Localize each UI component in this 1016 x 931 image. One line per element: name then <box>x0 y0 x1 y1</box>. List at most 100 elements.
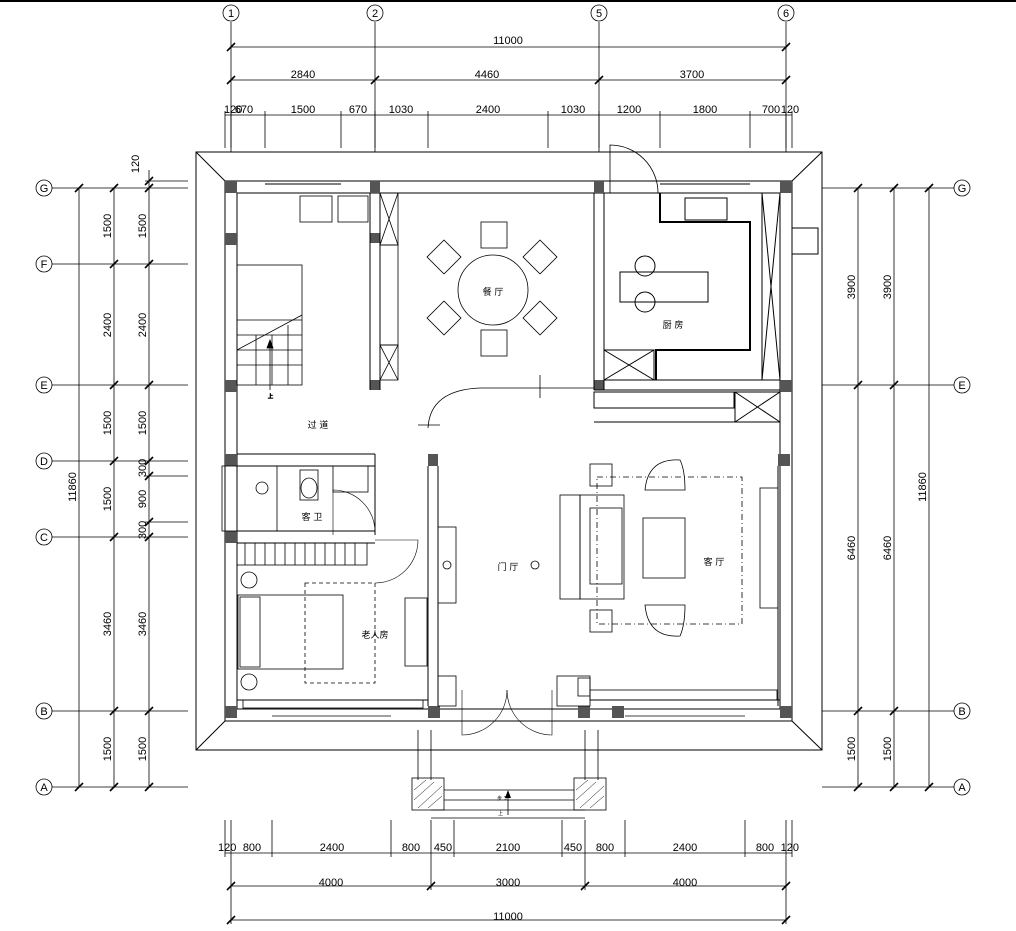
living-room-furniture <box>559 459 779 637</box>
columns <box>225 181 792 718</box>
top-dim: 120 <box>224 104 242 116</box>
dining-table <box>426 221 558 357</box>
right-total-dim: 11860 <box>917 472 929 502</box>
axis-label-1: 1 <box>228 8 234 20</box>
staircase: 上 <box>236 264 303 400</box>
bottom-openings <box>242 675 778 819</box>
room-label-bedroom: 老人房 <box>361 629 388 641</box>
porch-pillars-hatch <box>413 779 605 809</box>
bottom-dim: 450 <box>434 842 452 854</box>
left-dim: 1500 <box>137 737 149 761</box>
left-dim: 1500 <box>137 411 149 435</box>
left-dim: 1500 <box>102 737 114 761</box>
bottom-dim: 800 <box>756 842 774 854</box>
top-dim: 700 <box>762 104 780 116</box>
top-dim: 2400 <box>476 104 500 116</box>
top-dimension-text: 11000 2840 4460 3700 120 670 1500 670 10… <box>224 35 799 116</box>
axis-label-2: 2 <box>372 8 378 20</box>
axis-label-E: E <box>40 380 47 392</box>
axis-label-B: B <box>958 706 965 718</box>
right-axis-bubbles: G E B A <box>953 179 971 796</box>
top-dim: 1030 <box>389 104 413 116</box>
stair-up-label: 上 <box>268 393 273 400</box>
left-dim: 1500 <box>102 214 114 238</box>
right-dim: 6460 <box>882 536 894 560</box>
axis-label-A: A <box>958 782 966 794</box>
right-dim: 3900 <box>882 275 894 299</box>
left-dimension-text: 11860 1500 2400 1500 1500 3460 1500 120 … <box>67 155 149 761</box>
top-dim: 670 <box>349 104 367 116</box>
axis-label-5: 5 <box>596 8 602 20</box>
left-dimensions <box>52 170 188 792</box>
bottom-total-dim: 11000 <box>493 911 523 923</box>
right-dimensions <box>822 183 955 792</box>
axis-label-E: E <box>958 380 965 392</box>
top-dim: 1200 <box>617 104 641 116</box>
left-dim: 3460 <box>137 612 149 636</box>
top-axis-bubbles: 1 2 5 6 <box>222 4 795 22</box>
axis-label-G: G <box>40 183 49 195</box>
bottom-dimensions <box>224 820 793 925</box>
top-dim: 1800 <box>693 104 717 116</box>
bottom-dimension-text: 120 800 2400 800 450 2100 450 800 2400 8… <box>218 842 799 923</box>
bottom-dim: 3000 <box>496 877 520 889</box>
left-dim: 1500 <box>137 214 149 238</box>
utility-counters <box>299 192 399 381</box>
right-dimension-text: 3900 6460 1500 3900 6460 1500 11860 <box>846 275 929 761</box>
top-dim: 3700 <box>680 69 704 81</box>
bottom-dim: 800 <box>402 842 420 854</box>
room-label-bathroom: 客 卫 <box>302 511 323 523</box>
porch-steps-label: 步 3 <box>497 796 507 802</box>
bottom-dim: 2100 <box>496 842 520 854</box>
top-dim: 120 <box>781 104 799 116</box>
bottom-dim: 4000 <box>319 877 343 889</box>
left-total-dim: 11860 <box>67 472 79 502</box>
bottom-dim: 800 <box>243 842 261 854</box>
bottom-dim: 2400 <box>320 842 344 854</box>
building-walls <box>195 144 823 751</box>
right-dim: 6460 <box>846 536 858 560</box>
bottom-dim: 450 <box>564 842 582 854</box>
left-dim: 2400 <box>137 313 149 337</box>
top-dim: 1500 <box>291 104 315 116</box>
top-dim: 670 <box>235 104 253 116</box>
left-dim: 300 <box>137 521 149 539</box>
bottom-dim: 800 <box>596 842 614 854</box>
axis-label-F: F <box>41 259 48 271</box>
right-dim: 1500 <box>846 737 858 761</box>
bottom-dim: 120 <box>781 842 799 854</box>
axis-label-C: C <box>40 532 48 544</box>
axis-label-D: D <box>40 456 48 468</box>
top-total-dim: 11000 <box>493 35 523 47</box>
kitchen-counters <box>593 192 819 423</box>
left-dim: 300 <box>137 459 149 477</box>
room-label-living: 客 厅 <box>704 556 725 568</box>
left-dim: 3460 <box>102 612 114 636</box>
left-axis-bubbles: G F E D C B A <box>35 179 53 796</box>
left-dim: 2400 <box>102 313 114 337</box>
bottom-dim: 120 <box>218 842 236 854</box>
right-dim: 3900 <box>846 275 858 299</box>
room-label-foyer: 门 厅 <box>498 561 519 573</box>
bedroom-furniture <box>236 539 428 691</box>
porch-arrow-icon <box>505 790 511 798</box>
porch-up-label: 上 <box>498 810 503 817</box>
bottom-dim: 2400 <box>673 842 697 854</box>
top-dim: 1030 <box>561 104 585 116</box>
bathroom-fixtures <box>221 465 376 535</box>
corridor-stair-arrow <box>418 375 594 429</box>
room-label-dining: 餐 厅 <box>483 286 504 298</box>
axis-label-G: G <box>958 183 967 195</box>
top-dimensions <box>224 22 793 152</box>
room-label-kitchen: 厨 房 <box>663 319 684 331</box>
foyer-elements <box>437 526 540 604</box>
axis-label-6: 6 <box>783 8 789 20</box>
top-dim: 4460 <box>475 69 499 81</box>
bottom-dim: 4000 <box>673 877 697 889</box>
right-dim: 1500 <box>882 737 894 761</box>
top-dim: 2840 <box>291 69 315 81</box>
interior-walls <box>237 193 780 706</box>
axis-label-B: B <box>40 706 47 718</box>
room-label-corridor: 过 道 <box>308 419 329 431</box>
